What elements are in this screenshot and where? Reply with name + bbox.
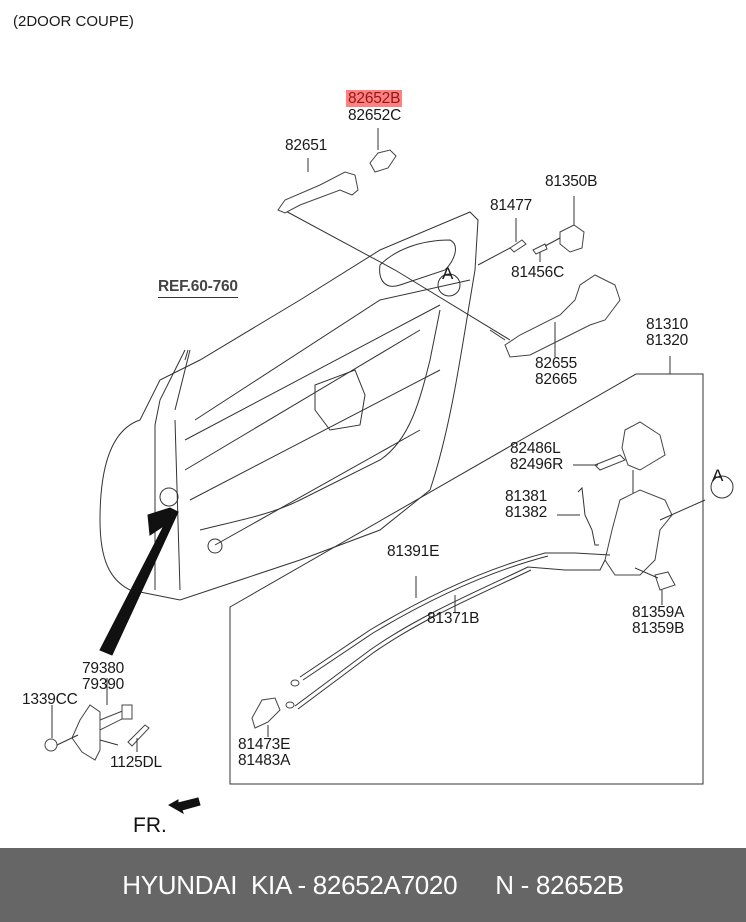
actuator-81359a: [654, 571, 676, 591]
label-82486l[interactable]: 82486L: [510, 440, 561, 457]
label-82496r[interactable]: 82496R: [510, 456, 564, 473]
label-1339cc[interactable]: 1339CC: [22, 691, 78, 708]
assembly-bracket: [229, 373, 704, 785]
callout-a-door: A: [442, 264, 454, 283]
striker-81350b: [559, 224, 585, 253]
front-direction-label: FR.: [133, 814, 167, 837]
cable-81391e: [299, 552, 611, 678]
checker-arrow: [99, 509, 179, 656]
rod-81381: [577, 486, 599, 546]
footer-brand-part-number: HYUNDAI KIA - 82652A7020: [122, 869, 458, 900]
door-panel: [99, 211, 479, 601]
label-81382[interactable]: 81382: [505, 504, 548, 521]
label-81456c[interactable]: 81456C: [511, 264, 565, 281]
label-79380[interactable]: 79380: [82, 660, 125, 677]
label-82665[interactable]: 82665: [535, 371, 578, 388]
door-latch: [604, 489, 673, 576]
outer-handle-82651: [277, 171, 359, 214]
label-81310[interactable]: 81310: [646, 316, 689, 333]
label-81473e[interactable]: 81473E: [238, 736, 291, 753]
label-81381[interactable]: 81381: [505, 488, 548, 505]
label-81359b[interactable]: 81359B: [632, 620, 685, 637]
footer-item-number: N - 82652B: [495, 869, 624, 900]
door-checker-79380: [71, 704, 101, 761]
label-81371b[interactable]: 81371B: [427, 610, 480, 627]
diagram-subtitle: (2DOOR COUPE): [13, 13, 134, 30]
label-81391e[interactable]: 81391E: [387, 543, 440, 560]
label-79390[interactable]: 79390: [82, 676, 125, 693]
door-parts-diagram: [44, 128, 734, 815]
callout-a-circle-door: [437, 273, 461, 297]
callout-a-latch: A: [712, 466, 724, 485]
label-81359a[interactable]: 81359A: [632, 604, 685, 621]
label-81350b[interactable]: 81350B: [545, 173, 598, 190]
label-1125dl[interactable]: 1125DL: [110, 754, 162, 771]
nut-1339cc: [44, 738, 58, 752]
label-81320[interactable]: 81320: [646, 332, 689, 349]
label-81477[interactable]: 81477: [490, 197, 533, 214]
cable-81371b: [294, 559, 606, 707]
footer-bar: HYUNDAI KIA - 82652A7020 N - 82652B: [0, 848, 746, 922]
inside-handle-81473e: [251, 697, 281, 729]
handle-frame-82655: [504, 274, 621, 358]
reference-label[interactable]: REF.60-760: [158, 278, 238, 298]
label-82652b-highlighted[interactable]: 82652B: [346, 90, 403, 107]
label-82655[interactable]: 82655: [535, 355, 578, 372]
bolt-1125dl: [127, 724, 150, 747]
handle-cover-82652b: [369, 149, 397, 173]
screw-81456c: [532, 243, 548, 255]
label-82651[interactable]: 82651: [285, 137, 328, 154]
bolt-81477: [509, 239, 527, 253]
label-82652c[interactable]: 82652C: [348, 107, 402, 124]
front-direction-arrow: [167, 797, 201, 815]
latch-cover-82486l: [621, 421, 666, 471]
label-81483a[interactable]: 81483A: [238, 752, 291, 769]
